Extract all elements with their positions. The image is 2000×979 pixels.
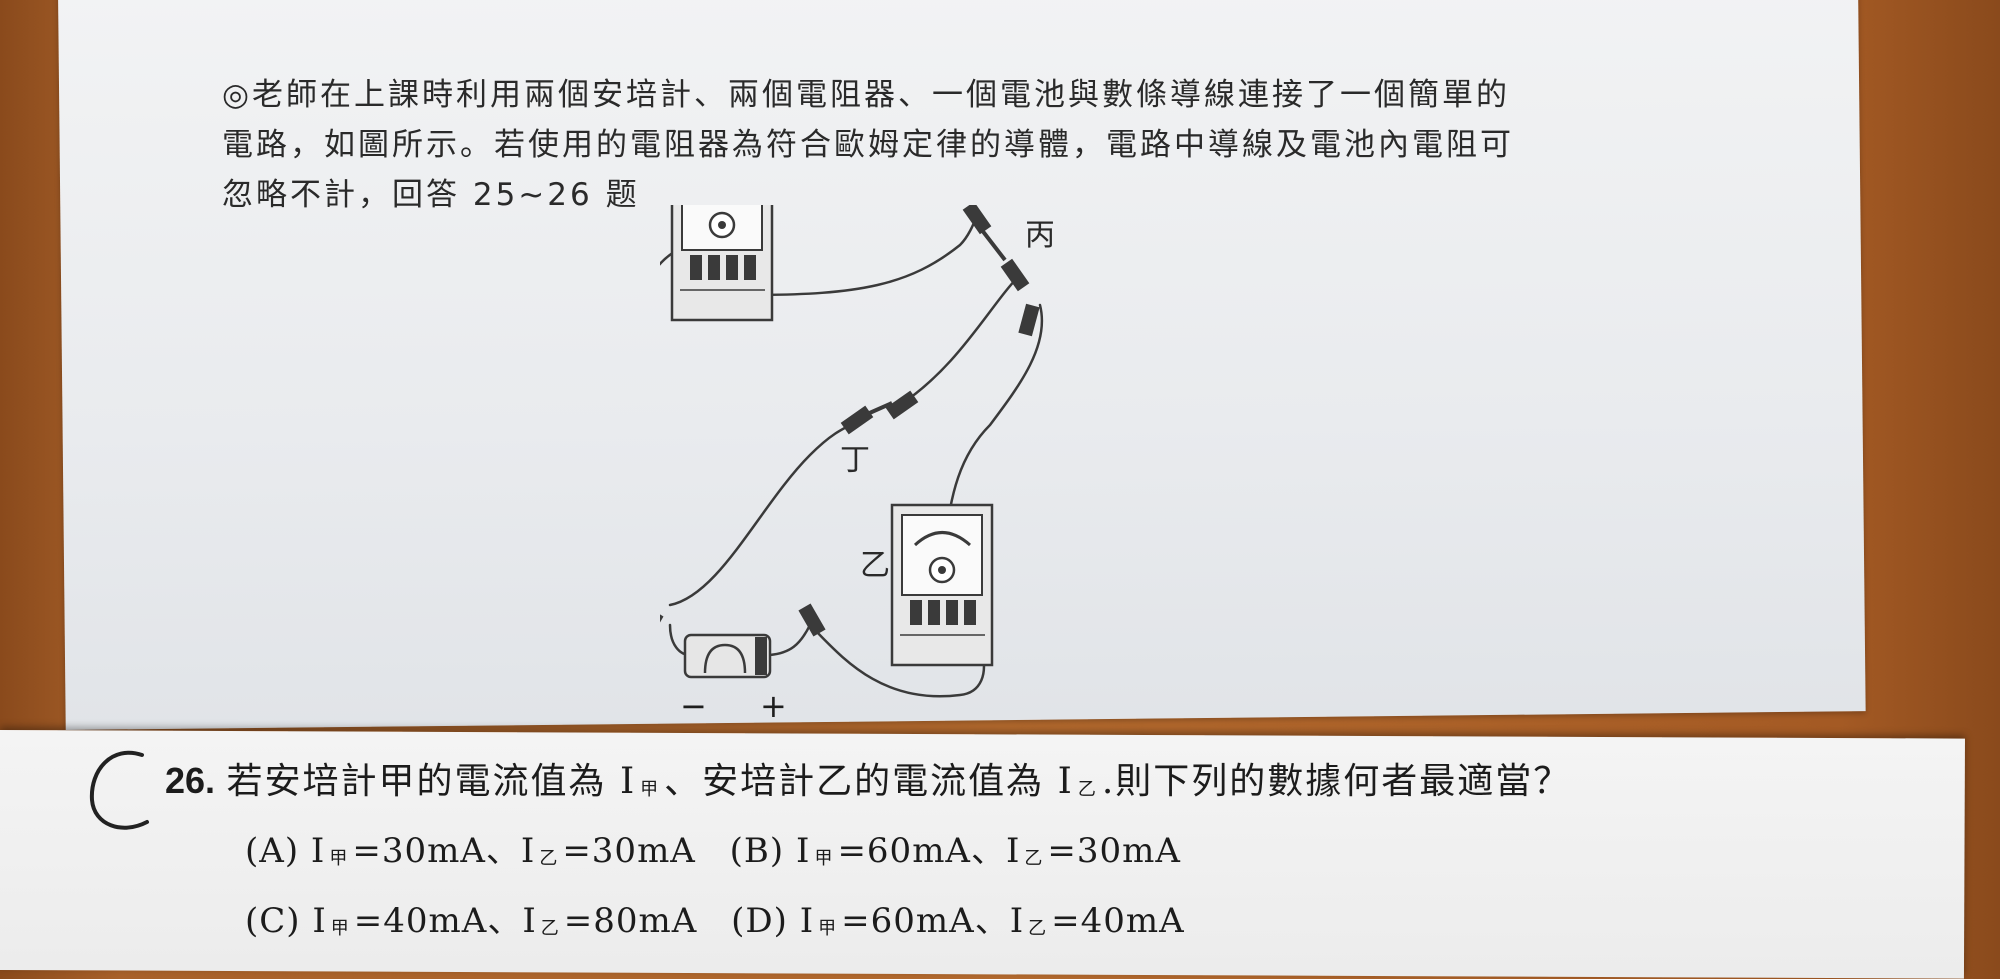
wire-middle bbox=[668, 418, 862, 607]
wire-top bbox=[748, 211, 980, 297]
label-yi: 乙 bbox=[860, 548, 890, 583]
resistor-bing bbox=[962, 205, 1040, 337]
intro-paragraph: ◎老師在上課時利用兩個安培計、兩個電阻器、一個電池與數條導線連接了一個簡單的 電… bbox=[222, 70, 1782, 220]
wire-to-yi bbox=[808, 623, 986, 698]
clip-left-2 bbox=[660, 601, 664, 629]
stem-part-a: 若安培計甲的電流值為 I bbox=[226, 761, 637, 802]
stem-part-c: .則下列的數據何者最適當？ bbox=[1101, 761, 1572, 802]
handwritten-answer-text: C bbox=[82, 740, 83, 741]
circuit-diagram: 甲 乙 丙 丁 − + bbox=[660, 205, 1055, 725]
battery-plus: + bbox=[760, 687, 787, 725]
stem-sub-yi: 乙 bbox=[1077, 779, 1098, 800]
stem-sub-jia: 甲 bbox=[640, 779, 661, 800]
ammeter-yi bbox=[890, 503, 994, 667]
intro-line-3: 忽略不計，回答 25~26 题 bbox=[222, 177, 640, 213]
resistor-ding bbox=[840, 390, 919, 435]
wire-battery-right bbox=[768, 623, 812, 657]
wire-right bbox=[943, 303, 1044, 547]
battery-minus: − bbox=[680, 687, 707, 725]
clip-battery-right bbox=[798, 603, 826, 637]
intro-line-2: 電路，如圖所示。若使用的電阻器為符合歐姆定律的導體，電路中導線及電池內電阻可 bbox=[222, 127, 1514, 163]
handwritten-answer-mark: C bbox=[82, 740, 149, 830]
wire-to-bing bbox=[898, 273, 1022, 407]
label-bing: 丙 bbox=[1025, 218, 1055, 253]
stem-part-b: 、安培計乙的電流值為 I bbox=[664, 761, 1074, 802]
label-ding: 丁 bbox=[840, 443, 870, 478]
battery bbox=[683, 633, 772, 679]
question-number: 26. bbox=[165, 760, 216, 801]
ammeter-jia bbox=[670, 205, 774, 322]
intro-line-1: ◎老師在上課時利用兩個安培計、兩個電阻器、一個電池與數條導線連接了一個簡單的 bbox=[222, 77, 1511, 113]
